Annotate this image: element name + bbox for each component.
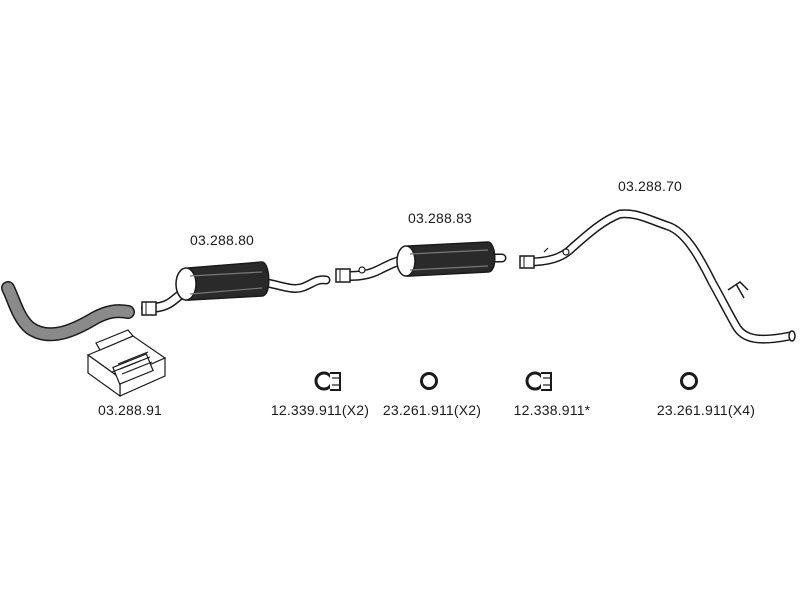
part-number: 03.288.80 xyxy=(189,232,255,248)
part-quantity: (X2) xyxy=(341,402,370,418)
part-number: 23.261.911 xyxy=(656,402,728,418)
part-label-23-261-911-x4: 23.261.911(X4) xyxy=(657,402,755,418)
clamp-12-339-911-icon xyxy=(314,371,341,391)
part-number: 23.261.911 xyxy=(382,402,454,418)
fitting-kit-box-icon xyxy=(86,329,167,398)
ring-gasket-23-261-911-x4-icon xyxy=(680,372,698,390)
clamp-12-338-911-icon xyxy=(525,371,552,391)
part-label-03-288-83: 03.288.83 xyxy=(408,210,472,226)
part-number: 03.288.91 xyxy=(97,402,163,418)
part-label-03-288-70: 03.288.70 xyxy=(618,178,682,194)
part-label-12-339-911: 12.339.911(X2) xyxy=(271,402,369,418)
muffler-03-288-80 xyxy=(141,261,331,316)
part-number: 12.339.911 xyxy=(270,402,342,418)
part-number: 03.288.83 xyxy=(407,210,473,226)
part-number: 03.288.70 xyxy=(617,178,683,194)
front-pipe-03-288-91 xyxy=(1,281,135,342)
part-quantity: (X4) xyxy=(727,402,756,418)
part-label-12-338-911: 12.338.911* xyxy=(514,402,591,418)
muffler-03-288-83 xyxy=(335,241,507,283)
part-label-03-288-80: 03.288.80 xyxy=(190,232,254,248)
tail-pipe-03-288-70 xyxy=(519,209,796,344)
part-number: 12.338.911* xyxy=(513,402,591,418)
part-quantity: (X2) xyxy=(453,402,482,418)
ring-gasket-23-261-911-icon xyxy=(420,372,438,390)
part-label-03-288-91: 03.288.91 xyxy=(98,402,162,418)
part-label-23-261-911-x2: 23.261.911(X2) xyxy=(383,402,481,418)
